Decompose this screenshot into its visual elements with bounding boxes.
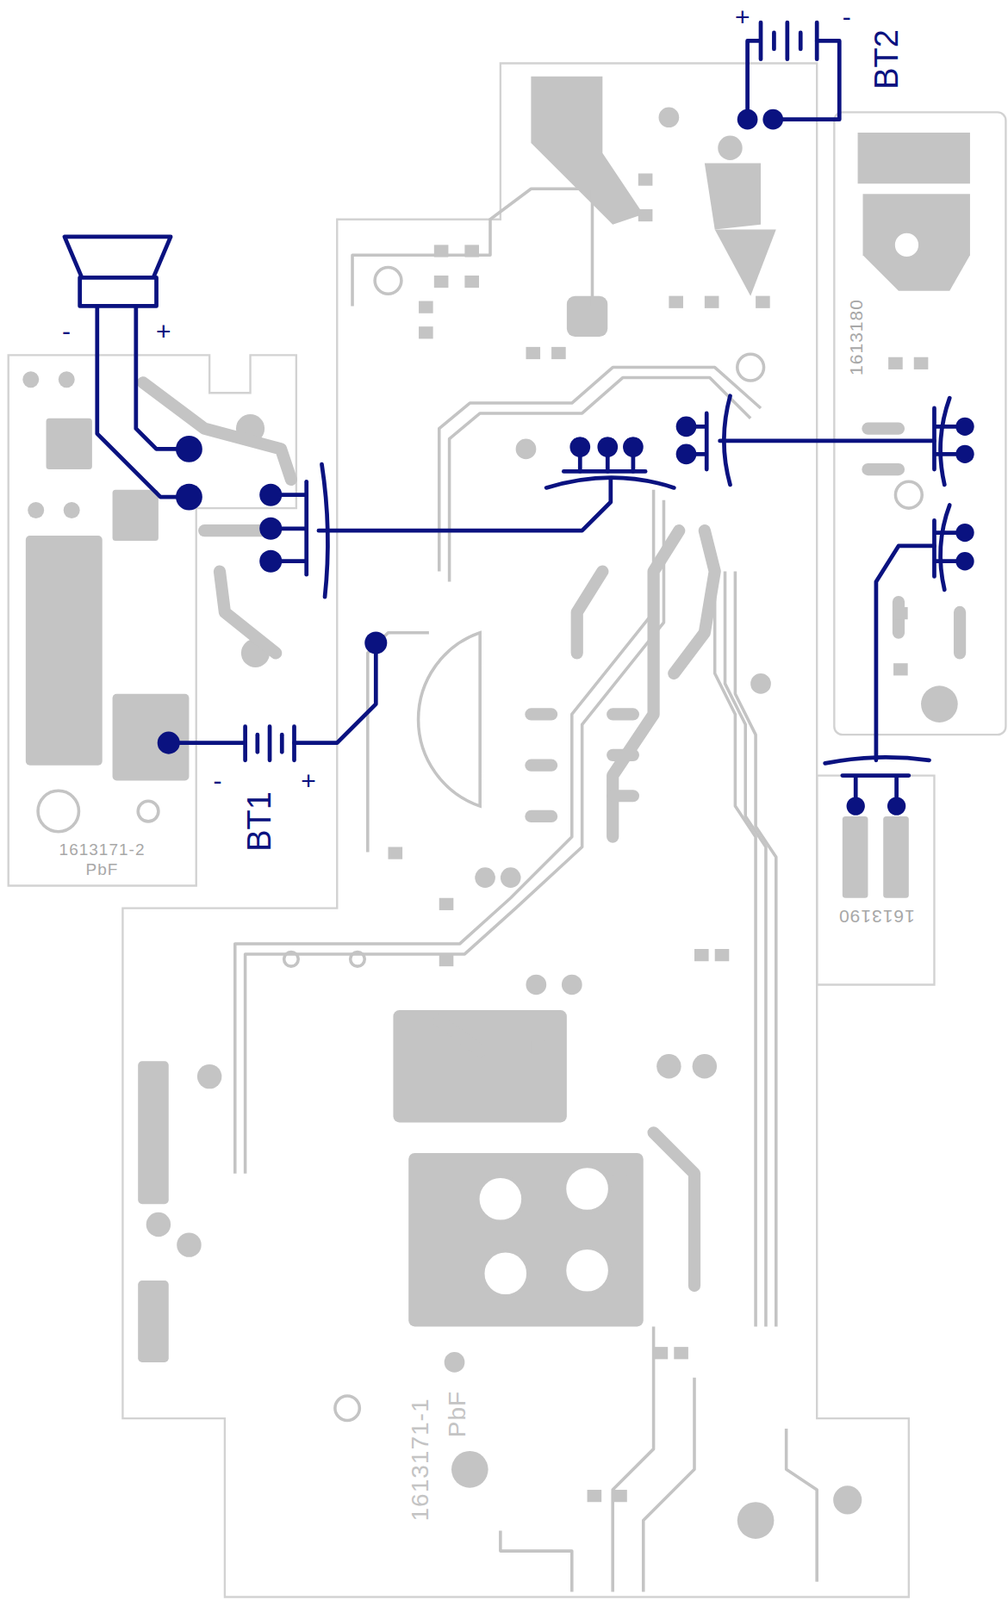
speaker-polarity: +: [155, 318, 172, 345]
board-marking: PbF: [445, 1391, 470, 1438]
board-number: 1613171-1: [408, 1399, 433, 1523]
battery-polarity: +: [300, 768, 317, 795]
part-name: BT1: [242, 791, 276, 853]
part-name: BT2: [870, 29, 903, 90]
speaker-polarity: -: [62, 318, 71, 345]
board-number: 1613171-2: [59, 841, 146, 859]
board-marking: PbF: [86, 861, 119, 878]
board-number: 1613180: [846, 298, 865, 376]
battery-polarity: -: [212, 768, 222, 795]
battery-polarity: +: [734, 4, 751, 31]
board-number: 1613190: [838, 908, 915, 927]
battery-polarity: -: [842, 4, 852, 31]
